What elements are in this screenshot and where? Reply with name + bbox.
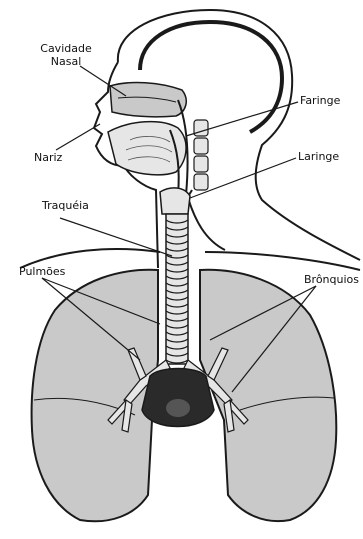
tongue [108, 122, 186, 175]
aorta-ring [166, 399, 190, 417]
heart-region [142, 369, 214, 427]
larynx [160, 188, 190, 214]
nasal-cavity-label-line2: Nasal [38, 55, 94, 68]
bronchi-label: Brônquios [304, 273, 359, 286]
larynx-label: Laringe [298, 150, 339, 163]
nose-label: Nariz [34, 151, 62, 164]
nasal-cavity [110, 83, 186, 117]
nasal-cavity-label-line1: Cavidade [38, 42, 94, 55]
left-lung [32, 270, 158, 521]
pharynx-label: Faringe [300, 94, 340, 107]
trachea-label: Traquéia [42, 199, 89, 212]
lungs-label: Pulmões [19, 265, 65, 278]
trachea [166, 214, 188, 364]
nasal-cavity-label: Cavidade Nasal [38, 42, 94, 68]
